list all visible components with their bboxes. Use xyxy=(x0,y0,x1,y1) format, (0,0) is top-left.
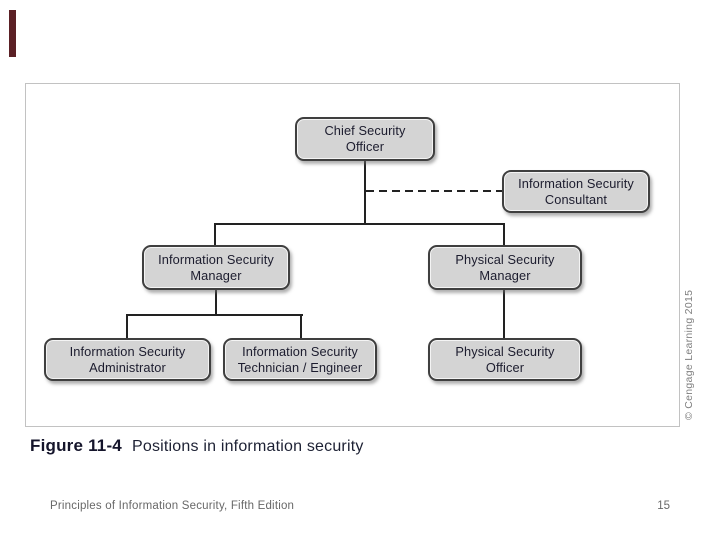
connector-pso-drop xyxy=(503,289,505,339)
figure-caption-text: Positions in information security xyxy=(131,438,364,455)
org-box-label-line1: Information Security xyxy=(518,175,634,191)
org-box-information-security-manager: Information Security Manager xyxy=(142,245,290,290)
org-box-information-security-administrator: Information Security Administrator xyxy=(44,338,211,381)
connector-level2-bar xyxy=(214,223,505,225)
org-box-physical-security-officer: Physical Security Officer xyxy=(428,338,582,381)
connector-isa-drop xyxy=(126,314,128,340)
org-box-physical-security-manager: Physical Security Manager xyxy=(428,245,582,290)
org-box-information-security-technician: Information Security Technician / Engine… xyxy=(223,338,377,381)
connector-ism-drop xyxy=(214,223,216,247)
connector-ist-drop xyxy=(300,314,302,340)
figure-caption-label: Figure 11-4 xyxy=(30,436,122,455)
org-box-label-line1: Information Security xyxy=(69,343,186,359)
org-box-chief-security-officer: Chief Security Officer xyxy=(295,117,435,161)
connector-ism-trunk xyxy=(215,289,217,315)
connector-cso-trunk xyxy=(364,161,366,224)
connector-level3-bar xyxy=(126,314,303,316)
org-box-information-security-consultant: Information Security Consultant xyxy=(502,170,650,213)
connector-consultant-dashed xyxy=(366,190,502,192)
org-box-label-line2: Technician / Engineer xyxy=(237,359,363,375)
copyright-credit: © Cengage Learning 2015 xyxy=(683,289,695,420)
org-box-label-line2: Manager xyxy=(190,267,242,283)
slide-accent-bar xyxy=(9,10,16,57)
org-box-label-line1: Information Security xyxy=(158,251,274,267)
org-box-label-line2: Officer xyxy=(345,139,385,154)
org-box-label-line1: Chief Security xyxy=(324,123,406,138)
org-box-label-line1: Physical Security xyxy=(455,251,555,267)
org-box-label-line2: Consultant xyxy=(544,191,608,207)
org-box-label-line2: Manager xyxy=(479,267,531,283)
org-box-label-line1: Information Security xyxy=(242,343,358,359)
org-box-label-line1: Physical Security xyxy=(455,343,555,359)
connector-psm-drop xyxy=(503,223,505,247)
org-box-label-line2: Administrator xyxy=(89,359,166,375)
footer-book-title: Principles of Information Security, Fift… xyxy=(50,500,295,512)
figure-caption: Figure 11-4 Positions in information secu… xyxy=(30,436,364,456)
org-box-label-line2: Officer xyxy=(485,359,525,375)
footer-page-number: 15 xyxy=(657,500,670,512)
